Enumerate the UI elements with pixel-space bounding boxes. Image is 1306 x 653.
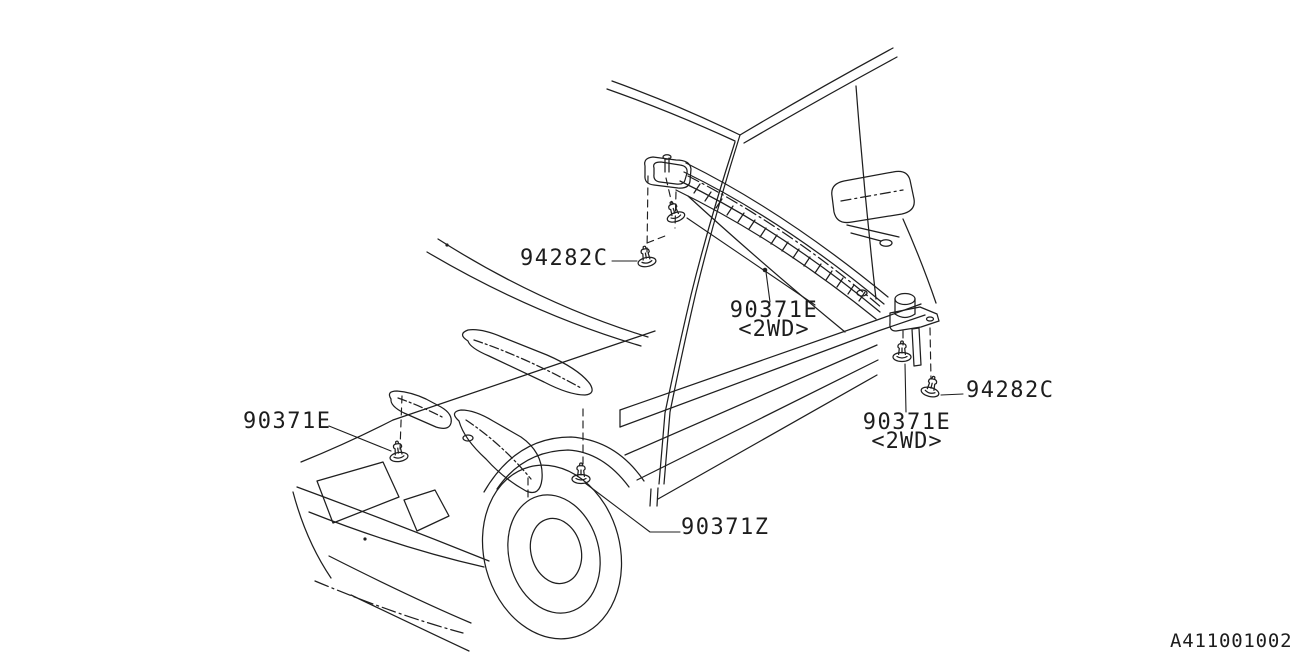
part-label-90371e-lower-right[interactable]: 90371E <2WD> <box>859 410 955 454</box>
leader-90371e-left <box>328 425 392 452</box>
fender-arch-line <box>483 436 645 493</box>
leader-90371e-right <box>904 363 907 413</box>
a-pillar-line <box>663 134 741 485</box>
leader-90371e-center <box>765 271 771 303</box>
leader-94282c-right <box>940 393 964 396</box>
front-wheel <box>481 464 623 640</box>
part-number: 90371E <box>243 409 332 434</box>
part-variant: <2WD> <box>871 429 943 454</box>
part-number: 94282C <box>520 246 609 271</box>
clip-install-leader <box>686 217 816 306</box>
tire-outline <box>481 464 623 640</box>
headlight-inner-outline <box>403 489 450 532</box>
roof-side-rail-line <box>739 47 894 136</box>
fastener-clip-icon <box>661 198 687 225</box>
roof-header-line <box>611 80 741 136</box>
diagram-reference-code: A411001002 <box>1170 630 1293 652</box>
protector-upper <box>461 329 593 396</box>
right-mount-bracket <box>889 292 940 367</box>
protector-front-bracket <box>388 390 452 429</box>
side-sill-garnish-part <box>644 154 889 333</box>
part-label-90371e-center[interactable]: 90371E <2WD> <box>726 298 822 342</box>
part-label-90371e-front-left[interactable]: 90371E <box>243 409 332 434</box>
cowl-line <box>437 238 649 338</box>
protector-lower <box>453 409 543 494</box>
label-leader-lines <box>328 260 964 533</box>
leader-90371z <box>584 482 681 533</box>
part-label-90371z[interactable]: 90371Z <box>681 515 770 540</box>
b-pillar-line <box>855 85 877 300</box>
part-number: 90371E <box>729 298 819 323</box>
fastener-clip-icon <box>892 340 912 363</box>
garnish-front-bracket <box>644 156 692 189</box>
part-label-94282c-upper-left[interactable]: 94282C <box>520 246 609 271</box>
fastener-clip-icon <box>571 462 591 485</box>
part-label-94282c-right[interactable]: 94282C <box>966 378 1055 403</box>
part-number: 90371E <box>862 410 952 435</box>
part-variant: <2WD> <box>738 317 810 342</box>
clip-tower-cylinder <box>894 292 916 306</box>
bumper-line <box>296 486 490 562</box>
headlight-outline <box>316 461 400 524</box>
wheel-rim <box>529 517 583 585</box>
part-number: 90371Z <box>681 515 770 540</box>
part-number: 94282C <box>966 378 1055 403</box>
garnish-strip <box>685 162 889 298</box>
hood-edge-line <box>392 330 656 421</box>
car-body-outline <box>292 47 937 652</box>
rear-protector-part <box>831 170 915 247</box>
fastener-clip-icon <box>634 244 658 269</box>
